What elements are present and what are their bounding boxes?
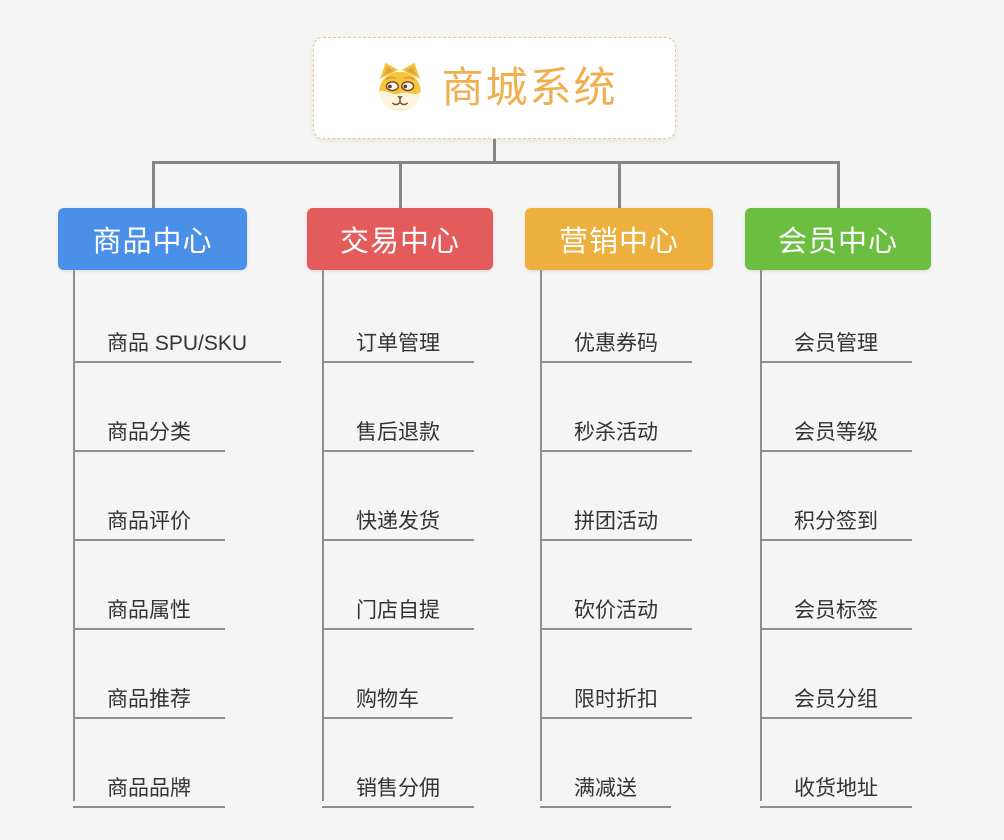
tree-connector-stem [493, 139, 496, 164]
tree-connector-bus [151, 161, 840, 164]
branch-node-3[interactable]: 营销中心 [525, 208, 713, 270]
child-node[interactable]: 售后退款 [322, 406, 474, 452]
child-node[interactable]: 门店自提 [322, 584, 474, 630]
child-node[interactable]: 快递发货 [322, 495, 474, 541]
child-node[interactable]: 商品评价 [73, 495, 225, 541]
child-label: 销售分佣 [356, 777, 440, 800]
child-label: 门店自提 [356, 599, 440, 622]
child-label: 快递发货 [356, 510, 440, 533]
child-node[interactable]: 满减送 [540, 762, 671, 808]
child-node[interactable]: 会员标签 [760, 584, 912, 630]
child-node[interactable]: 商品属性 [73, 584, 225, 630]
branch-label: 营销中心 [558, 226, 679, 258]
child-node[interactable]: 会员等级 [760, 406, 912, 452]
child-node[interactable]: 优惠券码 [540, 317, 692, 363]
branch-label: 会员中心 [777, 226, 898, 258]
child-node[interactable]: 订单管理 [322, 317, 474, 363]
child-label: 限时折扣 [574, 688, 658, 711]
root-label: 商城系统 [441, 64, 618, 111]
child-node[interactable]: 购物车 [322, 673, 453, 719]
tree-connector-drop-1 [151, 161, 155, 208]
branch-node-4[interactable]: 会员中心 [745, 208, 931, 270]
child-node[interactable]: 积分签到 [760, 495, 912, 541]
child-node[interactable]: 砍价活动 [540, 584, 692, 630]
tree-connector-drop-3 [618, 161, 621, 208]
child-label: 商品品牌 [107, 777, 191, 800]
child-node[interactable]: 限时折扣 [540, 673, 692, 719]
branch-label: 交易中心 [339, 226, 460, 258]
branch-node-2[interactable]: 交易中心 [307, 208, 493, 270]
child-label: 收货地址 [794, 777, 878, 800]
tree-connector-drop-2 [399, 161, 402, 208]
child-node[interactable]: 会员分组 [760, 673, 912, 719]
branch-spine-1 [73, 270, 75, 801]
child-node[interactable]: 商品 SPU/SKU [73, 317, 282, 363]
branch-spine-3 [540, 270, 542, 801]
child-node[interactable]: 商品分类 [73, 406, 225, 452]
child-label: 优惠券码 [574, 332, 658, 355]
child-node[interactable]: 会员管理 [760, 317, 912, 363]
child-label: 拼团活动 [574, 510, 658, 533]
child-label: 商品 SPU/SKU [107, 332, 248, 355]
child-label: 售后退款 [356, 421, 440, 444]
root-node[interactable]: 商城系统 [313, 37, 676, 139]
child-node[interactable]: 收货地址 [760, 762, 912, 808]
branch-label: 商品中心 [92, 226, 213, 258]
branch-node-1[interactable]: 商品中心 [58, 208, 247, 270]
branch-spine-4 [760, 270, 762, 801]
child-node[interactable]: 商品品牌 [73, 762, 225, 808]
child-label: 会员分组 [794, 688, 878, 711]
child-label: 购物车 [356, 688, 419, 711]
child-label: 满减送 [574, 777, 637, 800]
tree-connector-drop-4 [837, 161, 840, 208]
child-label: 商品推荐 [107, 688, 191, 711]
child-label: 会员等级 [794, 421, 878, 444]
dog-face-icon [371, 60, 429, 116]
child-label: 积分签到 [794, 510, 878, 533]
child-label: 秒杀活动 [574, 421, 658, 444]
child-label: 商品分类 [107, 421, 191, 444]
child-node[interactable]: 销售分佣 [322, 762, 474, 808]
child-label: 砍价活动 [574, 599, 658, 622]
child-label: 商品评价 [107, 510, 191, 533]
child-label: 会员管理 [794, 332, 878, 355]
child-label: 商品属性 [107, 599, 191, 622]
child-node[interactable]: 商品推荐 [73, 673, 225, 719]
child-node[interactable]: 秒杀活动 [540, 406, 692, 452]
branch-spine-2 [322, 270, 324, 801]
child-label: 会员标签 [794, 599, 878, 622]
child-label: 订单管理 [356, 332, 440, 355]
child-node[interactable]: 拼团活动 [540, 495, 692, 541]
